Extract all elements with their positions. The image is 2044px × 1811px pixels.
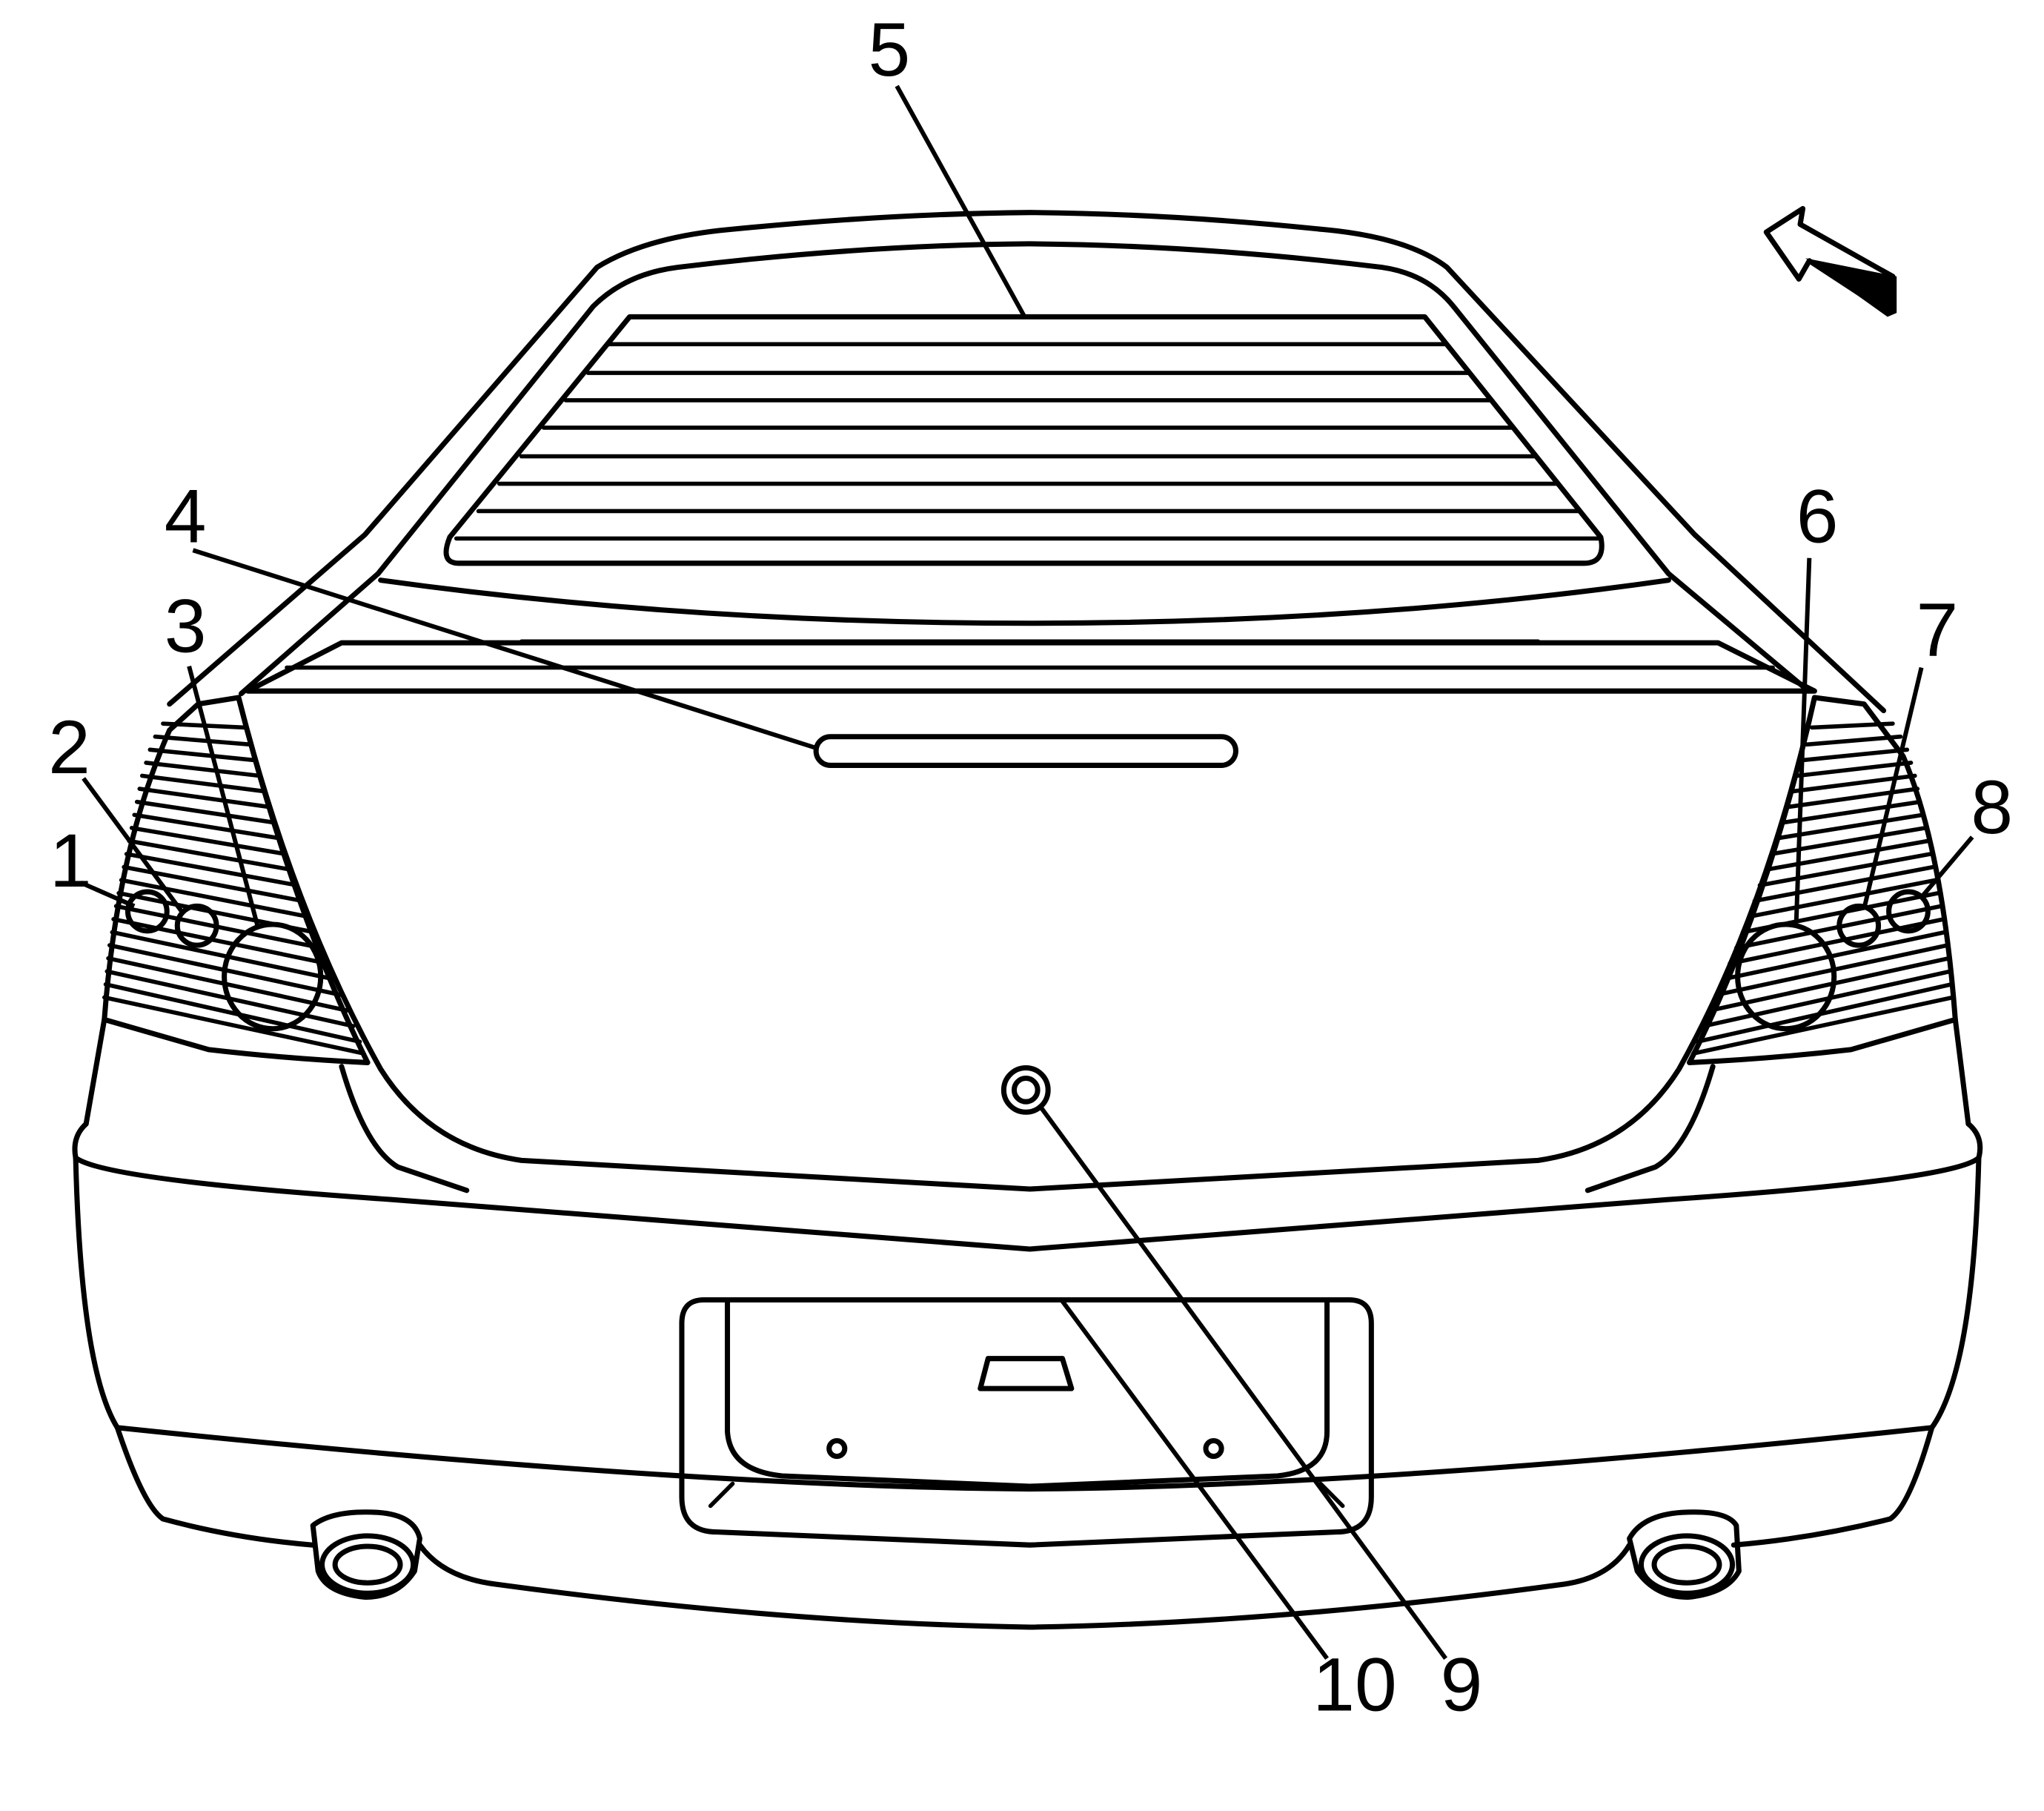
callout-5: 5 xyxy=(868,7,910,92)
callout-10: 10 xyxy=(1313,1643,1396,1727)
callout-leader-lines xyxy=(79,85,1974,1660)
high-mount-stop-lamp xyxy=(813,734,1238,768)
callout-9: 9 xyxy=(1441,1643,1483,1727)
rear-bumper-fascia xyxy=(72,1016,1983,1630)
callout-labels: 1 2 3 4 5 6 7 8 9 10 xyxy=(48,7,2013,1727)
callout-1: 1 xyxy=(50,818,92,903)
view-direction-arrow-icon xyxy=(1763,205,1897,317)
callout-4: 4 xyxy=(165,474,207,559)
license-lamp-lens xyxy=(978,1356,1075,1391)
right-sidemarker-lens xyxy=(1886,889,1931,934)
license-plate-pocket xyxy=(679,1297,1374,1548)
rear-roof-outline xyxy=(167,210,1887,714)
callout-3: 3 xyxy=(165,583,207,668)
callout-6: 6 xyxy=(1796,474,1839,559)
callout-8: 8 xyxy=(1971,765,2013,850)
rear-camera-emblem xyxy=(1001,1065,1051,1115)
right-tail-lamp-assembly xyxy=(1686,695,1958,1065)
left-turn-lamp-lens xyxy=(174,903,219,948)
callout-2: 2 xyxy=(48,705,90,789)
callout-7: 7 xyxy=(1917,588,1959,672)
right-stop-tail-lamp-lens xyxy=(1735,921,1837,1032)
right-exhaust-tip xyxy=(1627,1509,1742,1600)
right-turn-lamp-lens xyxy=(1836,903,1882,948)
deck-lid-spoiler xyxy=(245,577,1817,694)
left-stop-tail-lamp-lens xyxy=(222,921,324,1032)
left-sidemarker-lens xyxy=(125,889,170,934)
left-tail-lamp-assembly xyxy=(102,695,371,1065)
left-exhaust-tip xyxy=(310,1509,422,1600)
deck-lid-panel xyxy=(236,695,1817,1192)
rear-window-defogger-grid xyxy=(443,314,1605,566)
